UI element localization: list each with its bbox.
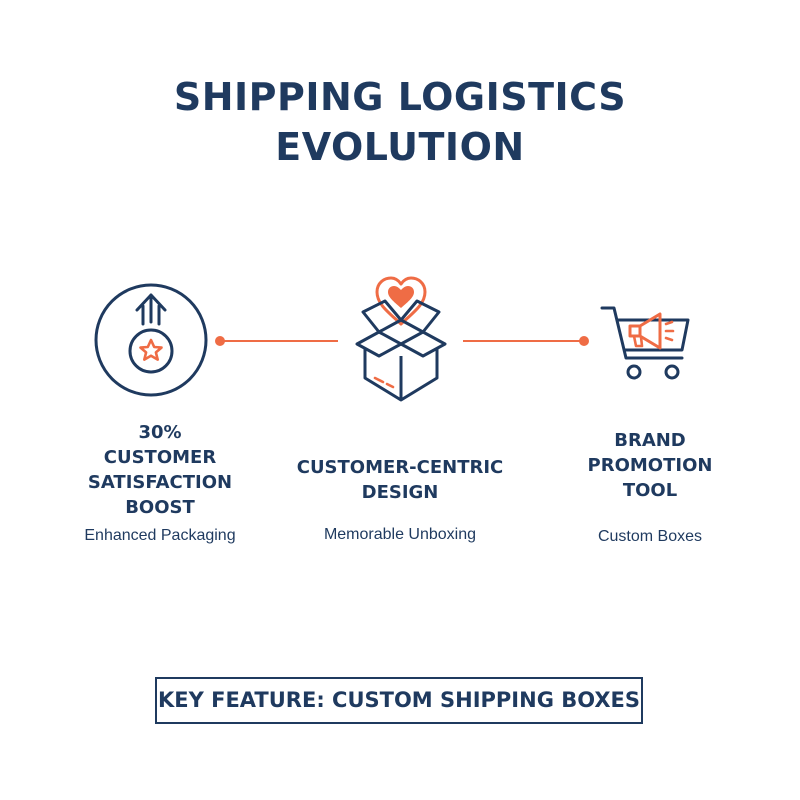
step-1-heading-line: BOOST xyxy=(125,497,195,518)
step-1-heading-line: SATISFACTION xyxy=(87,472,233,493)
step-3-heading-line: TOOL xyxy=(622,480,678,501)
connector-line-left xyxy=(220,340,338,342)
cart-megaphone-icon xyxy=(598,300,694,382)
connector-dot-right xyxy=(579,336,589,346)
title-line-1: SHIPPING LOGISTICS xyxy=(173,75,627,119)
step-3-heading: BRAND PROMOTION TOOL xyxy=(530,428,770,503)
step-2-heading: CUSTOMER-CENTRIC DESIGN xyxy=(280,455,520,505)
step-2-heading-line: DESIGN xyxy=(361,482,439,503)
step-1-subtitle: Enhanced Packaging xyxy=(84,527,236,544)
step-2-subtitle: Memorable Unboxing xyxy=(323,526,477,543)
connector-dot-left xyxy=(215,336,225,346)
step-1-heading-line: CUSTOMER xyxy=(103,447,217,468)
connector-line-right xyxy=(463,340,584,342)
step-2-heading-line: CUSTOMER-CENTRIC xyxy=(296,457,504,478)
step-1-heading-line: 30% xyxy=(138,422,182,443)
arrow-up-star-icon xyxy=(93,282,209,398)
key-feature-box: KEY FEATURE: CUSTOM SHIPPING BOXES xyxy=(155,677,643,724)
step-3-subtitle: Custom Boxes xyxy=(597,528,703,545)
step-3-heading-line: PROMOTION xyxy=(587,455,713,476)
open-box-heart-icon xyxy=(343,270,459,406)
page-title: SHIPPING LOGISTICS EVOLUTION xyxy=(0,72,800,172)
step-1-heading: 30% CUSTOMER SATISFACTION BOOST xyxy=(40,420,280,520)
step-3-heading-line: BRAND xyxy=(614,430,686,451)
title-line-2: EVOLUTION xyxy=(275,125,525,169)
